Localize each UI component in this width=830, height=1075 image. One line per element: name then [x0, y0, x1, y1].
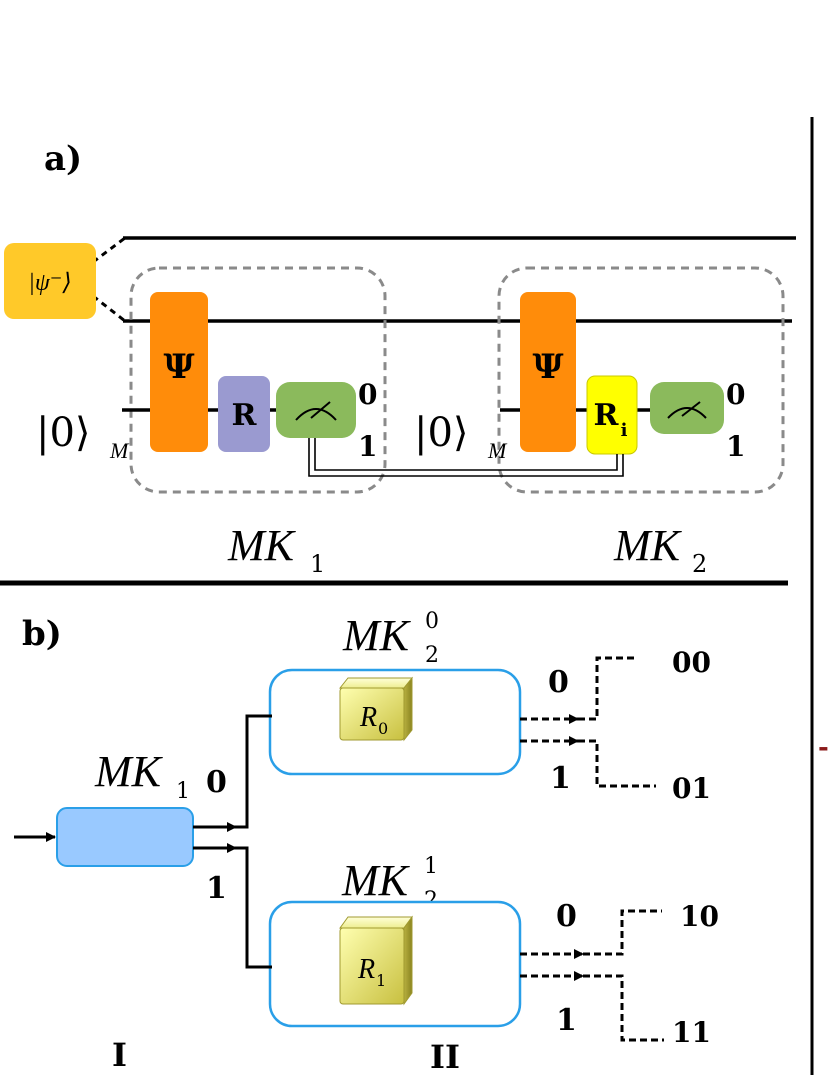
mk2-0-split	[578, 656, 656, 788]
svg-text:|0⟩: |0⟩	[36, 410, 91, 456]
outcome-0-meter-2: 0	[726, 378, 745, 411]
psi-gate-1: Ψ	[150, 292, 208, 452]
branch-0-connector	[236, 714, 272, 829]
dashed-link-top	[92, 236, 126, 264]
r0-cube: R 0	[338, 676, 414, 742]
mk2-module-label: MK 2	[613, 521, 707, 578]
mk2-0-branch-0: 0	[548, 665, 569, 700]
panel-b-label: b)	[22, 614, 62, 654]
panel-a-label: a)	[44, 139, 82, 179]
ri-gate: R i	[586, 375, 638, 455]
classical-wire-outer	[308, 438, 624, 477]
mk2-dashed-module	[497, 266, 785, 494]
svg-text:MK: MK	[227, 521, 297, 570]
mk1-dashed-module	[129, 266, 387, 494]
dashed-link-bottom	[92, 294, 126, 323]
svg-text:R: R	[357, 954, 375, 985]
outcome-0-meter-1: 0	[358, 378, 377, 411]
mk2-1-branch-1: 1	[556, 1003, 577, 1038]
svg-text:1: 1	[310, 550, 325, 578]
ket-zero-m-1: |0⟩ M	[36, 410, 130, 463]
svg-text:M: M	[487, 438, 508, 463]
stage-label-i: I	[112, 1036, 127, 1074]
branch-1-connector	[236, 846, 272, 969]
stage-label-ii: II	[430, 1038, 460, 1075]
bell-state-label: |ψ⁻⟩	[28, 270, 72, 296]
svg-text:2: 2	[425, 643, 439, 668]
svg-text:1: 1	[424, 854, 438, 879]
svg-text:Ψ: Ψ	[163, 347, 194, 387]
svg-text:MK: MK	[342, 611, 412, 660]
svg-text:|0⟩: |0⟩	[414, 410, 469, 456]
mk1-box	[56, 807, 194, 867]
bell-state-box: |ψ⁻⟩	[4, 243, 96, 319]
meter-dial-icon-2	[667, 407, 707, 419]
mk1-branch-1: 1	[206, 871, 227, 906]
svg-text:R: R	[359, 702, 377, 733]
mk1-module-label: MK 1	[227, 521, 325, 578]
mk2-0-branch-1: 1	[550, 761, 571, 796]
svg-text:1: 1	[176, 779, 190, 804]
svg-text:MK: MK	[613, 521, 683, 570]
meter-dial-icon	[295, 408, 337, 421]
result-11: 11	[672, 1016, 711, 1049]
mk1-branch-0: 0	[206, 765, 227, 800]
r-gate: R	[218, 376, 270, 452]
svg-text:MK: MK	[94, 747, 164, 796]
ket-zero-m-2: |0⟩ M	[414, 410, 508, 463]
svg-text:1: 1	[376, 971, 386, 990]
mk2-0-label: MK 0 2	[342, 609, 439, 668]
svg-text:R: R	[594, 398, 620, 433]
outcome-1-meter-1: 1	[358, 430, 377, 463]
svg-text:i: i	[621, 420, 628, 441]
measurement-meter-1	[276, 382, 356, 438]
svg-text:R: R	[232, 398, 258, 433]
result-00: 00	[672, 646, 711, 679]
svg-text:0: 0	[425, 609, 439, 634]
svg-text:MK: MK	[341, 856, 411, 905]
outcome-1-meter-2: 1	[726, 430, 745, 463]
right-marker: -	[818, 733, 829, 763]
mk1-label-b: MK 1	[94, 747, 190, 804]
mk2-1-split	[583, 909, 664, 1042]
psi-gate-2: Ψ	[520, 292, 576, 452]
result-01: 01	[672, 772, 711, 805]
classical-wire-inner	[314, 438, 618, 471]
measurement-meter-2	[650, 382, 724, 434]
mk2-1-branch-0: 0	[556, 899, 577, 934]
svg-text:2: 2	[692, 550, 707, 578]
svg-text:M: M	[109, 438, 130, 463]
svg-text:Ψ: Ψ	[532, 347, 563, 387]
svg-text:0: 0	[378, 719, 388, 738]
r1-cube: R 1	[339, 915, 413, 1006]
result-10: 10	[680, 900, 719, 933]
